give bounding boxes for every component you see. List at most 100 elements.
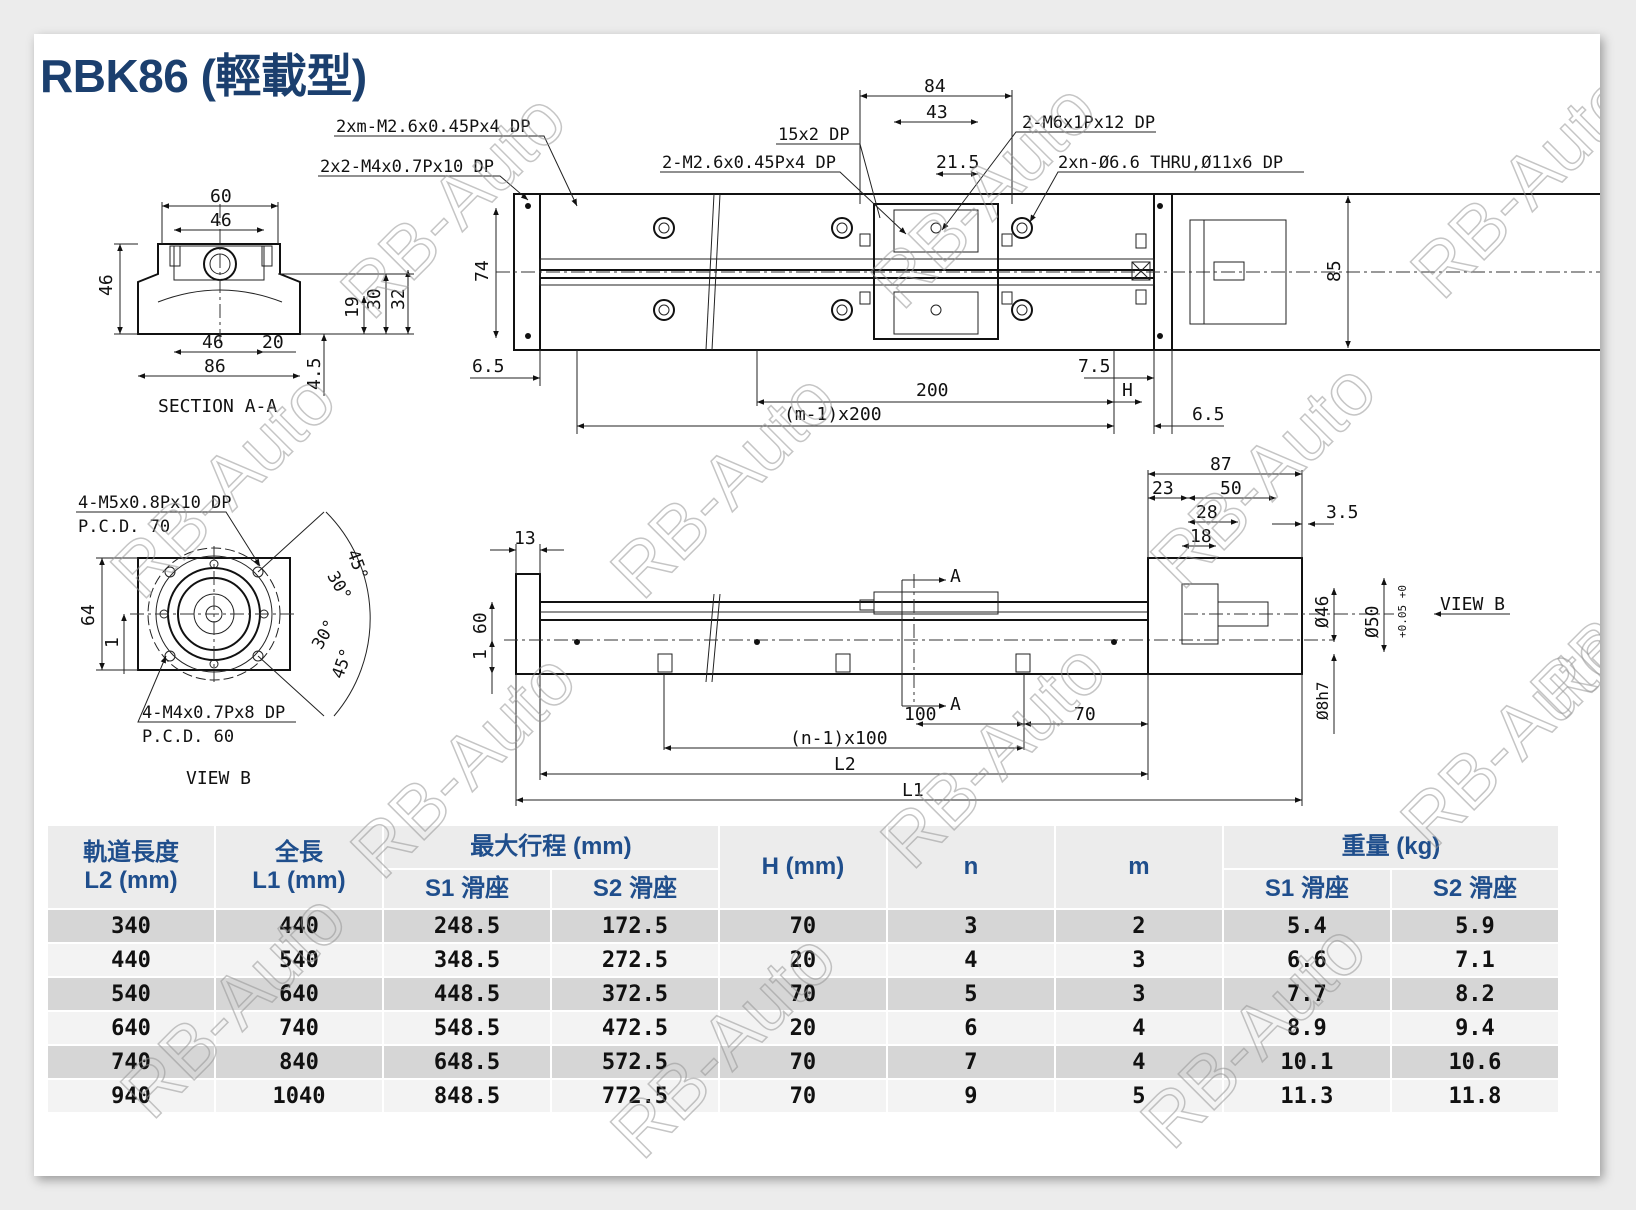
table-subheader-row: S1 滑座 S2 滑座 S1 滑座 S2 滑座	[48, 870, 1558, 908]
dim-18: 18	[1190, 526, 1212, 547]
sec-dim-46-bottom: 46	[202, 332, 224, 353]
label-slot: 15x2 DP	[778, 125, 850, 145]
dim-L1: L1	[902, 780, 924, 801]
label-hole-m6: 2-M6x1Px12 DP	[1022, 113, 1155, 133]
technical-drawing: 84 43 21.5 74 85 6.5 200 (m-1)x200 7.5 H	[76, 76, 1600, 806]
header-total-length: 全長 L1 (mm)	[215, 826, 382, 908]
cell-m: 4	[1055, 1046, 1222, 1078]
dim-L2: L2	[834, 754, 856, 775]
cell-rail-length: 640	[48, 1012, 214, 1044]
dim-60-side: 60	[470, 612, 491, 634]
section-a-a: 60 46 46 46 20 86 19 30 32 4.5 SECTION A…	[96, 186, 414, 417]
top-view: 84 43 21.5 74 85 6.5 200 (m-1)x200 7.5 H	[318, 76, 1600, 434]
cell-m: 5	[1055, 1080, 1222, 1112]
cell-m: 4	[1055, 1012, 1222, 1044]
cell-weight-s2: 9.4	[1391, 1012, 1558, 1044]
sec-dim-86: 86	[204, 356, 226, 377]
dim-87: 87	[1210, 454, 1232, 475]
sec-dim-46-height: 46	[96, 274, 117, 296]
cell-rail-length: 540	[48, 978, 214, 1010]
side-view: A A 13 60 1 87 23 50 28 18	[470, 454, 1510, 806]
dim-200: 200	[916, 380, 949, 401]
drawing-sheet: RBK86 (輕載型)	[34, 34, 1600, 1176]
cell-n: 7	[887, 1046, 1054, 1078]
cell-h: 20	[719, 944, 886, 976]
dim-H: H	[1122, 380, 1133, 401]
cell-total-length: 540	[215, 944, 382, 976]
cell-h: 70	[719, 1080, 886, 1112]
cell-weight-s1: 6.6	[1223, 944, 1390, 976]
label-top-hole-m: 2xm-M2.6x0.45Px4 DP	[336, 117, 530, 137]
cell-stroke-s2: 572.5	[551, 1046, 718, 1078]
dim-6-5-right: 6.5	[1192, 404, 1225, 425]
sec-dim-46-top: 46	[210, 210, 232, 231]
sec-dim-4-5: 4.5	[304, 357, 325, 390]
mount-holes-top	[525, 203, 1163, 339]
header-weight-s2: S2 滑座	[1391, 870, 1558, 908]
cell-rail-length: 940	[48, 1080, 214, 1112]
label-pcd70: P.C.D. 70	[78, 517, 170, 537]
angle-30-bottom: 30°	[308, 616, 341, 653]
cell-weight-s1: 10.1	[1223, 1046, 1390, 1078]
cell-weight-s1: 8.9	[1223, 1012, 1390, 1044]
label-hole-m2: 2-M2.6x0.45Px4 DP	[662, 153, 836, 173]
cell-h: 20	[719, 1012, 886, 1044]
label-pcd60: P.C.D. 60	[142, 727, 234, 747]
header-n: n	[887, 826, 1054, 908]
dim-70: 70	[1074, 704, 1096, 725]
label-m5-holes: 4-M5x0.8Px10 DP	[78, 493, 232, 513]
header-weight-s1: S1 滑座	[1223, 870, 1390, 908]
cell-m: 2	[1055, 910, 1222, 942]
view-b-arrow-label: VIEW B	[1440, 594, 1505, 615]
cut-label-a-top: A	[950, 566, 961, 587]
view-b: 64 1 45° 30° 30° 45° 4-M5x0.8Px10 DP P.C…	[76, 493, 372, 789]
sec-dim-20: 20	[262, 332, 284, 353]
cell-weight-s2: 7.1	[1391, 944, 1558, 976]
dim-3-5: 3.5	[1326, 502, 1359, 523]
dim-7-5: 7.5	[1078, 356, 1111, 377]
cell-stroke-s2: 772.5	[551, 1080, 718, 1112]
header-h: H (mm)	[719, 826, 886, 908]
sec-dim-30: 30	[364, 288, 385, 310]
header-stroke-s2: S2 滑座	[551, 870, 718, 908]
cell-m: 3	[1055, 944, 1222, 976]
sec-dim-60: 60	[210, 186, 232, 207]
header-max-stroke: 最大行程 (mm)	[383, 826, 718, 868]
dim-28: 28	[1196, 502, 1218, 523]
cell-total-length: 440	[215, 910, 382, 942]
dim-74: 74	[472, 260, 493, 282]
cell-stroke-s1: 548.5	[383, 1012, 550, 1044]
cell-n: 3	[887, 910, 1054, 942]
cell-weight-s2: 10.6	[1391, 1046, 1558, 1078]
cell-weight-s1: 11.3	[1223, 1080, 1390, 1112]
dim-m-200: (m-1)x200	[784, 404, 882, 425]
dim-85: 85	[1324, 260, 1345, 282]
sec-dim-32: 32	[388, 288, 409, 310]
cell-h: 70	[719, 1046, 886, 1078]
cell-total-length: 740	[215, 1012, 382, 1044]
cell-total-length: 1040	[215, 1080, 382, 1112]
dim-23: 23	[1152, 478, 1174, 499]
cell-total-length: 840	[215, 1046, 382, 1078]
label-top-hole-4: 2x2-M4x0.7Px10 DP	[320, 157, 494, 177]
dim-43: 43	[926, 102, 948, 123]
cell-n: 9	[887, 1080, 1054, 1112]
cell-n: 6	[887, 1012, 1054, 1044]
cell-weight-s1: 7.7	[1223, 978, 1390, 1010]
vb-dim-1: 1	[102, 637, 123, 648]
label-m4-holes: 4-M4x0.7Px8 DP	[142, 703, 285, 723]
cell-weight-s2: 11.8	[1391, 1080, 1558, 1112]
dim-100: 100	[904, 704, 937, 725]
header-total-length-label: 全長	[274, 839, 323, 867]
cell-m: 3	[1055, 978, 1222, 1010]
cell-h: 70	[719, 978, 886, 1010]
cell-stroke-s1: 348.5	[383, 944, 550, 976]
dim-phi46: Ø46	[1312, 595, 1333, 628]
cell-rail-length: 740	[48, 1046, 214, 1078]
view-b-label: VIEW B	[186, 768, 251, 789]
angle-45-bottom: 45°	[328, 646, 357, 682]
dim-phi50-tol: +0.05 +0	[1396, 585, 1409, 638]
dim-1-side: 1	[470, 649, 491, 660]
